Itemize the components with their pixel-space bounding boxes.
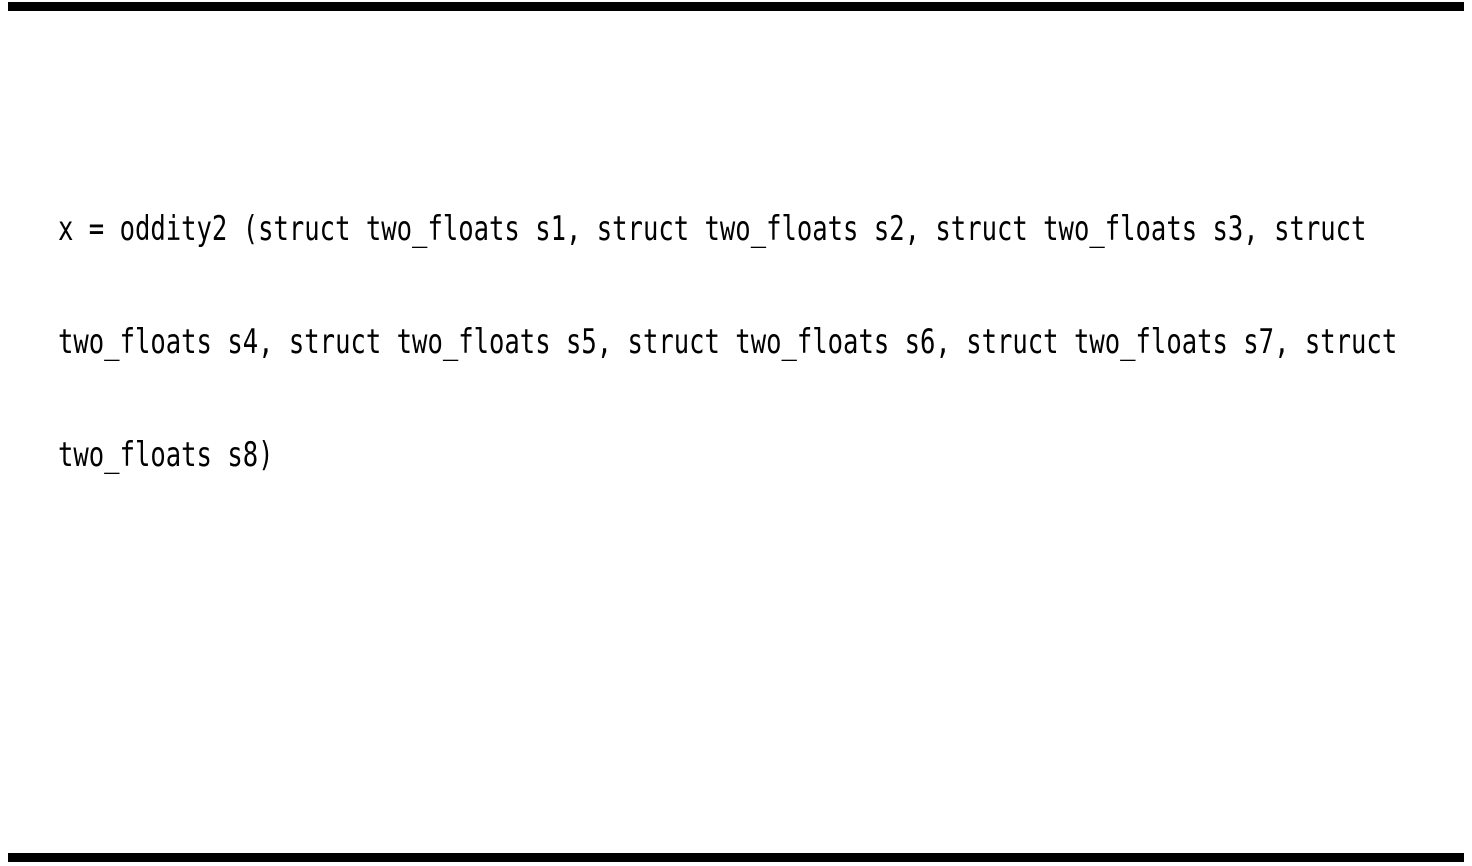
signature-line: x = oddity2 (struct two_floats s1, struc… xyxy=(58,208,1367,249)
signature-line: two_floats s4, struct two_floats s5, str… xyxy=(58,321,1398,362)
blank-line xyxy=(58,662,1472,700)
signature-line: two_floats s8) xyxy=(58,434,274,475)
top-rule xyxy=(8,2,1464,11)
bottom-rule xyxy=(8,853,1464,862)
figure-content: x = oddity2 (struct two_floats s1, struc… xyxy=(58,23,1472,866)
function-signature: x = oddity2 (struct two_floats s1, struc… xyxy=(58,136,1472,550)
